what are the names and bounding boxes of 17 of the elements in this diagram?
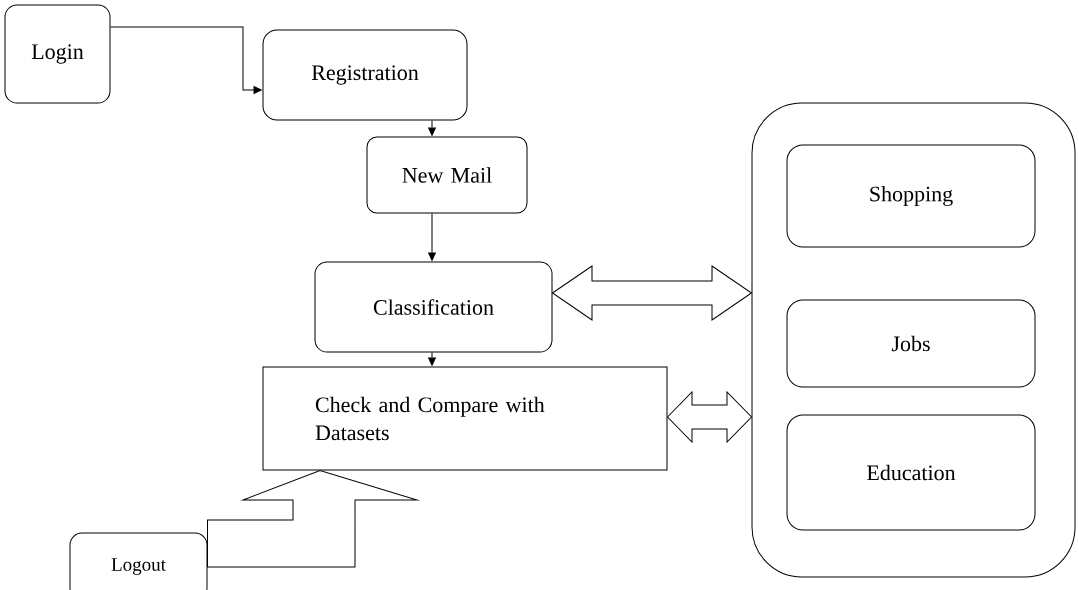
process-box: Login <box>4 4 111 104</box>
process-box: Jobs <box>786 299 1036 388</box>
process-box: Classification <box>314 261 553 353</box>
arrow <box>428 352 436 366</box>
process-box: Shopping <box>786 144 1036 248</box>
container-box <box>751 102 1076 578</box>
block-arrow <box>207 470 418 568</box>
process-box: Education <box>786 414 1036 531</box>
process-box: New Mail <box>366 136 528 214</box>
process-box: Check and Compare with Datasets <box>262 366 668 471</box>
arrow <box>428 213 436 261</box>
arrow <box>110 26 262 94</box>
block-arrow <box>667 391 752 443</box>
process-box: Logout <box>69 532 208 590</box>
process-box: Registration <box>262 29 468 121</box>
block-arrow <box>552 265 752 321</box>
arrow <box>428 120 436 136</box>
